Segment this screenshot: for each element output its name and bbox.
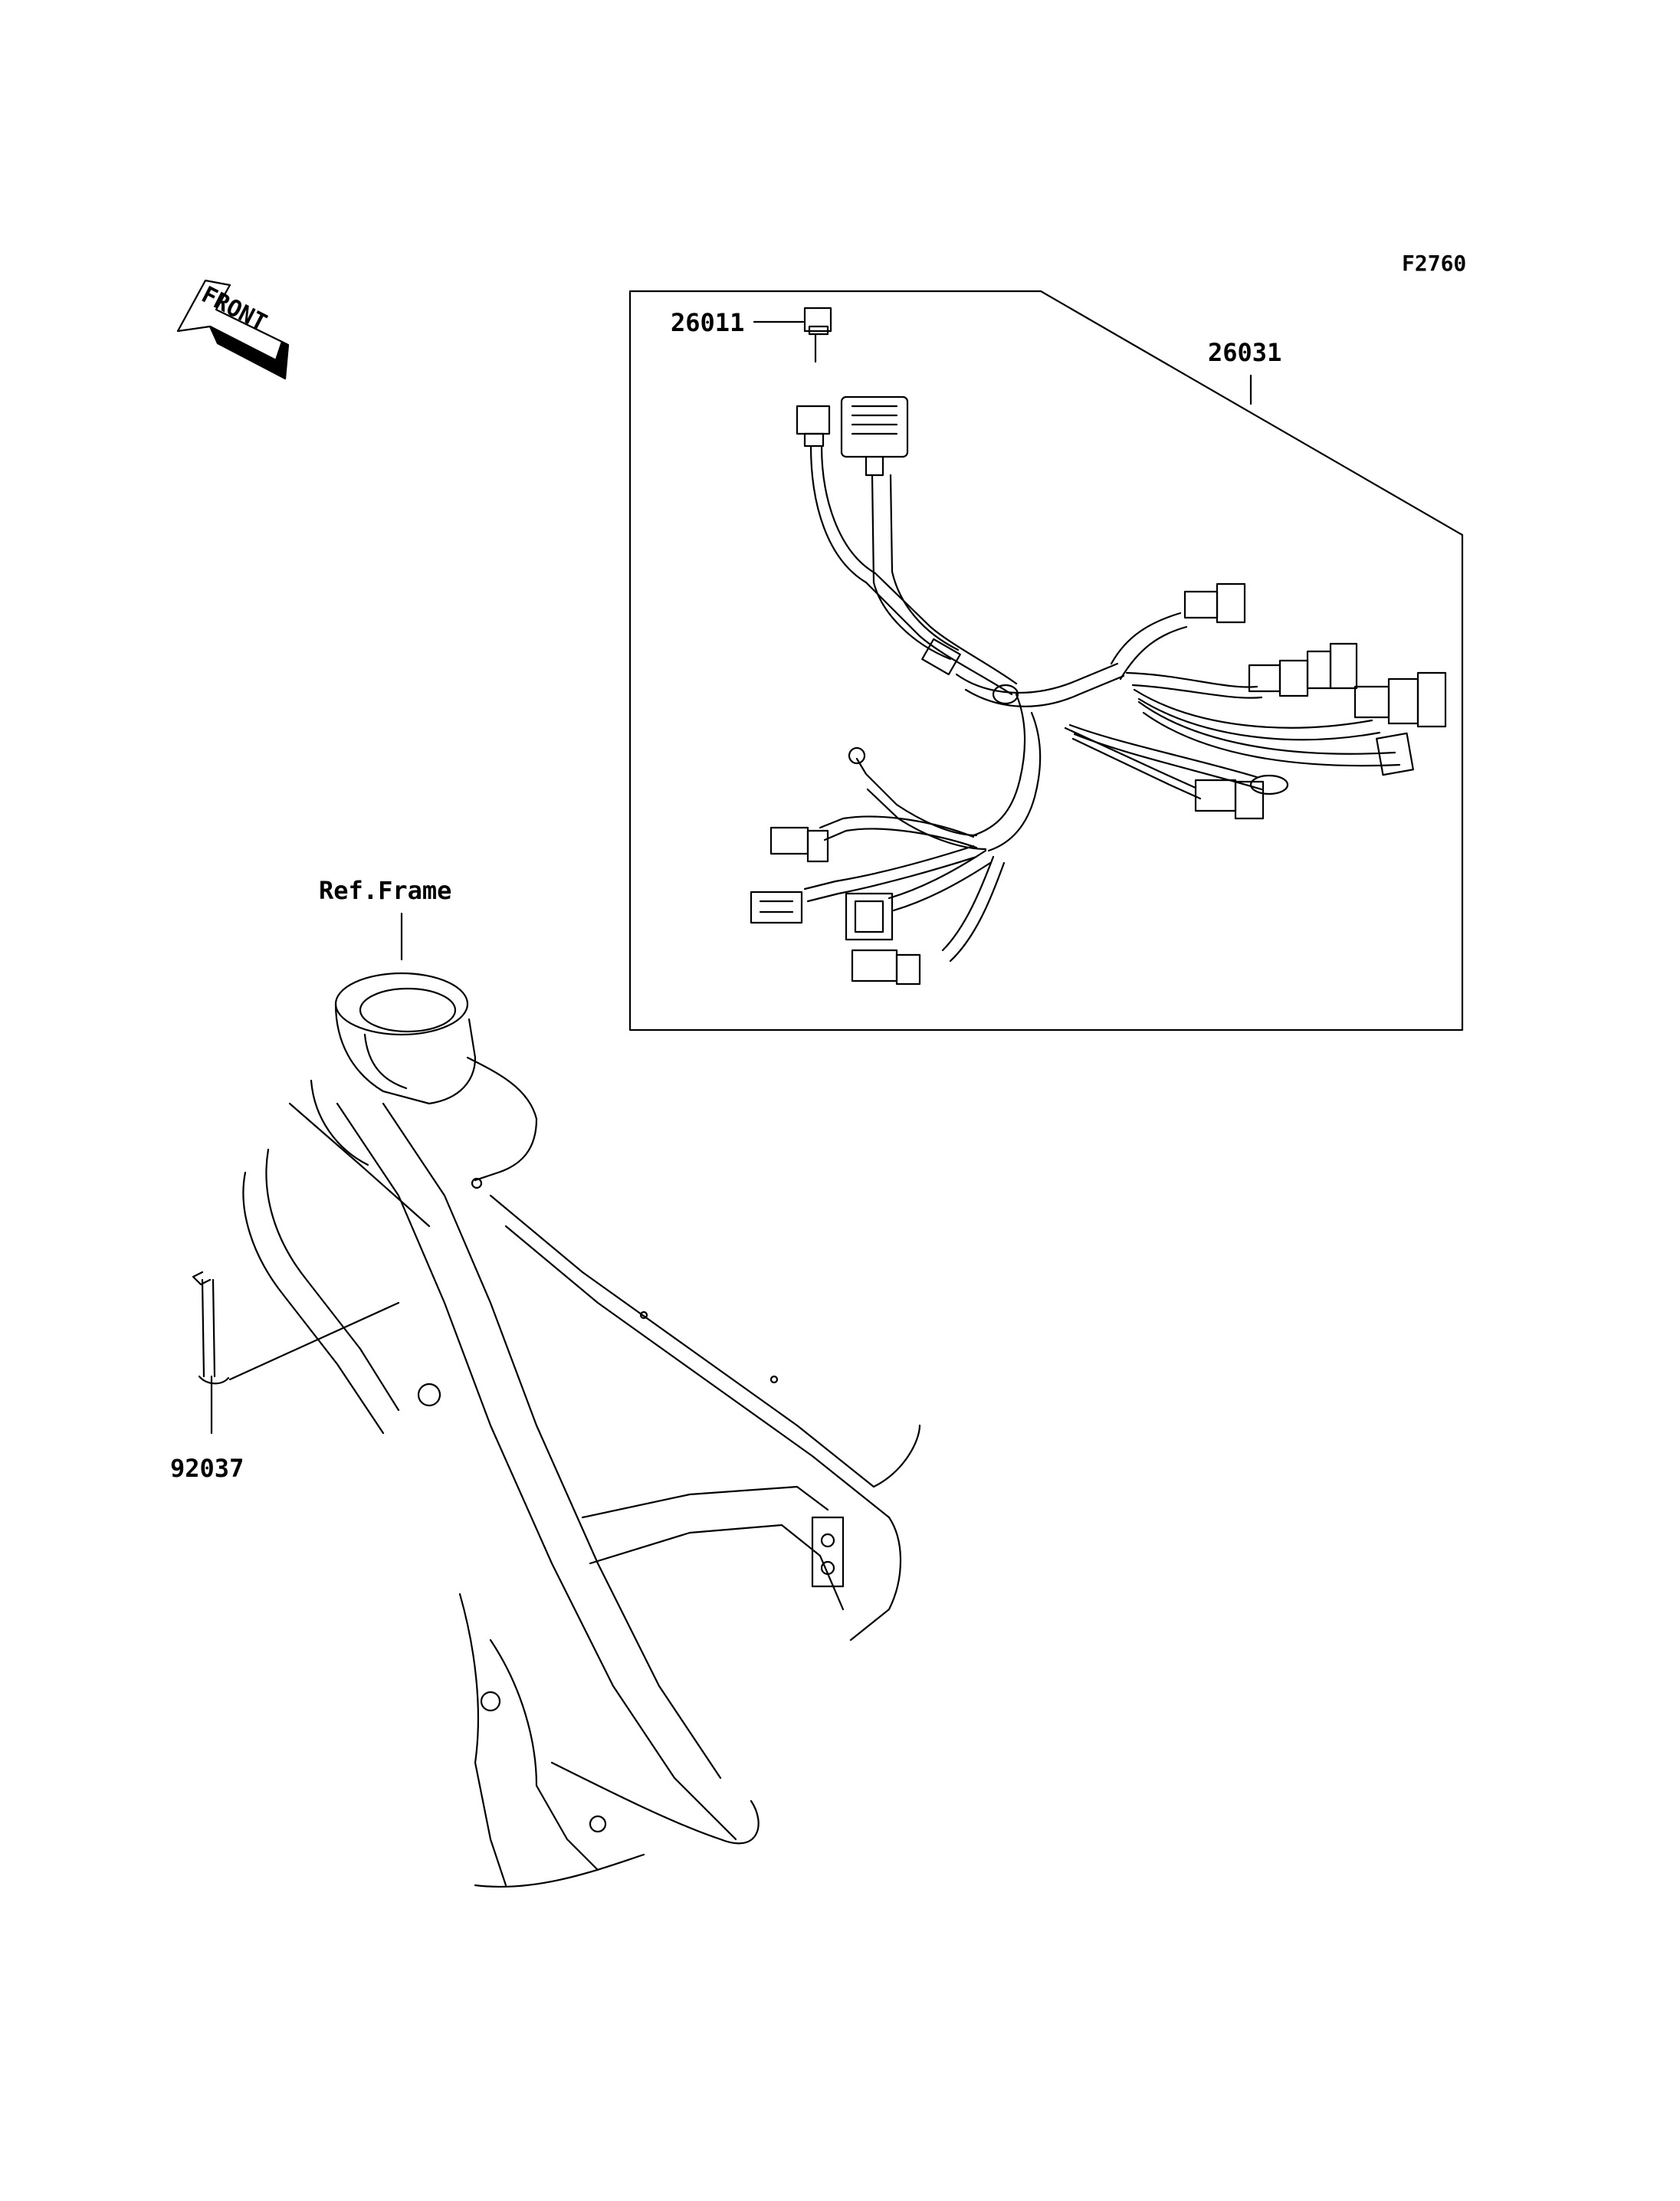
- wiring-harness-drawing: [750, 395, 1447, 986]
- ref-frame-label: Ref.Frame: [319, 876, 452, 905]
- band-92037-drawing: [192, 1271, 230, 1385]
- connector-26011-drawing: [796, 307, 832, 448]
- callout-26011: 26011: [671, 308, 745, 337]
- harness-inset-frame: [628, 290, 1464, 1032]
- figure-code-label: F2760: [1402, 251, 1467, 276]
- callout-92037: 92037: [170, 1454, 244, 1483]
- ref-frame-drawing: [228, 972, 921, 1888]
- callout-26031: 26031: [1208, 338, 1282, 367]
- front-arrow-icon: FRONT: [176, 279, 290, 380]
